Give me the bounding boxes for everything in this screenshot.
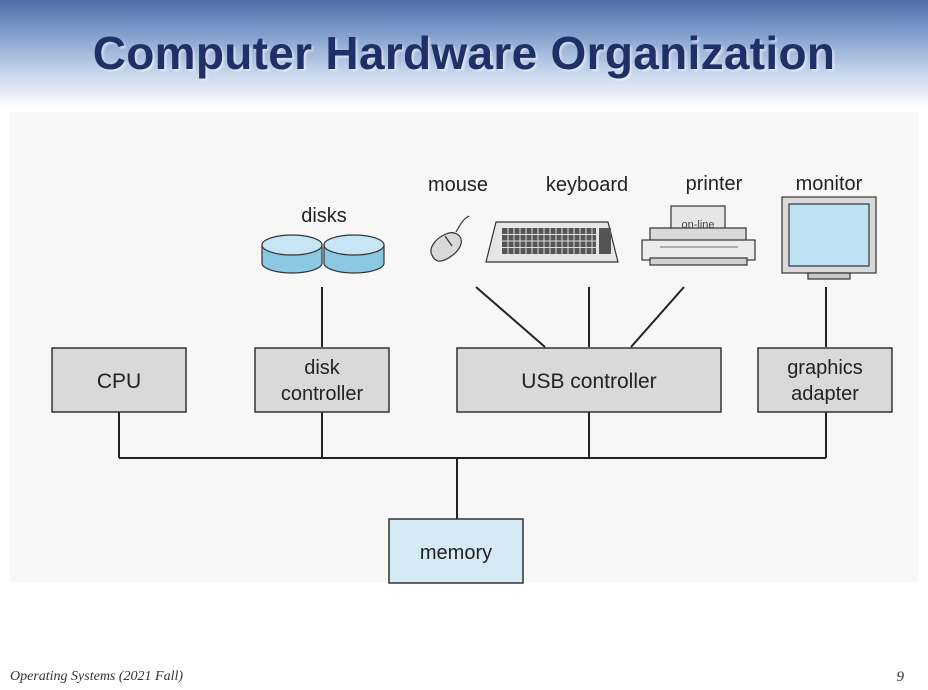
disks-label: disks [301,205,347,227]
printer-screen-text: on-line [681,219,714,231]
disks-icon [261,234,385,274]
mouse-link [475,286,546,348]
monitor-icon [781,196,877,280]
cpu-label: CPU [97,370,141,393]
usb-controller-label: USB controller [521,370,656,393]
slide-title: Computer Hardware Organization [92,27,836,79]
graphics-adapter-box [757,347,893,413]
memory-label: memory [420,542,492,564]
diagram-panel [10,112,918,582]
usb-controller-box [456,347,722,413]
printer-label: printer [686,173,743,195]
disk-controller-box [254,347,390,413]
keyboard-label: keyboard [546,174,628,196]
printer-link [630,286,685,348]
keyboard-icon [485,221,619,263]
graphics-adapter-label-line1: graphics [787,357,863,379]
printer-icon [641,205,756,266]
memory-box [388,518,524,584]
mouse-label: mouse [428,174,488,196]
disk-controller-label-line1: disk [304,357,341,379]
monitor-label: monitor [796,173,863,195]
course-name: Operating Systems (2021 Fall) [10,669,184,684]
bus-lines [118,286,827,519]
disk-controller-label-line2: controller [281,383,364,405]
mouse-icon [430,215,470,262]
graphics-adapter-label-line2: adapter [791,383,859,405]
cpu-box [51,347,187,413]
slide-header [0,0,928,108]
page-number: 9 [896,669,905,685]
